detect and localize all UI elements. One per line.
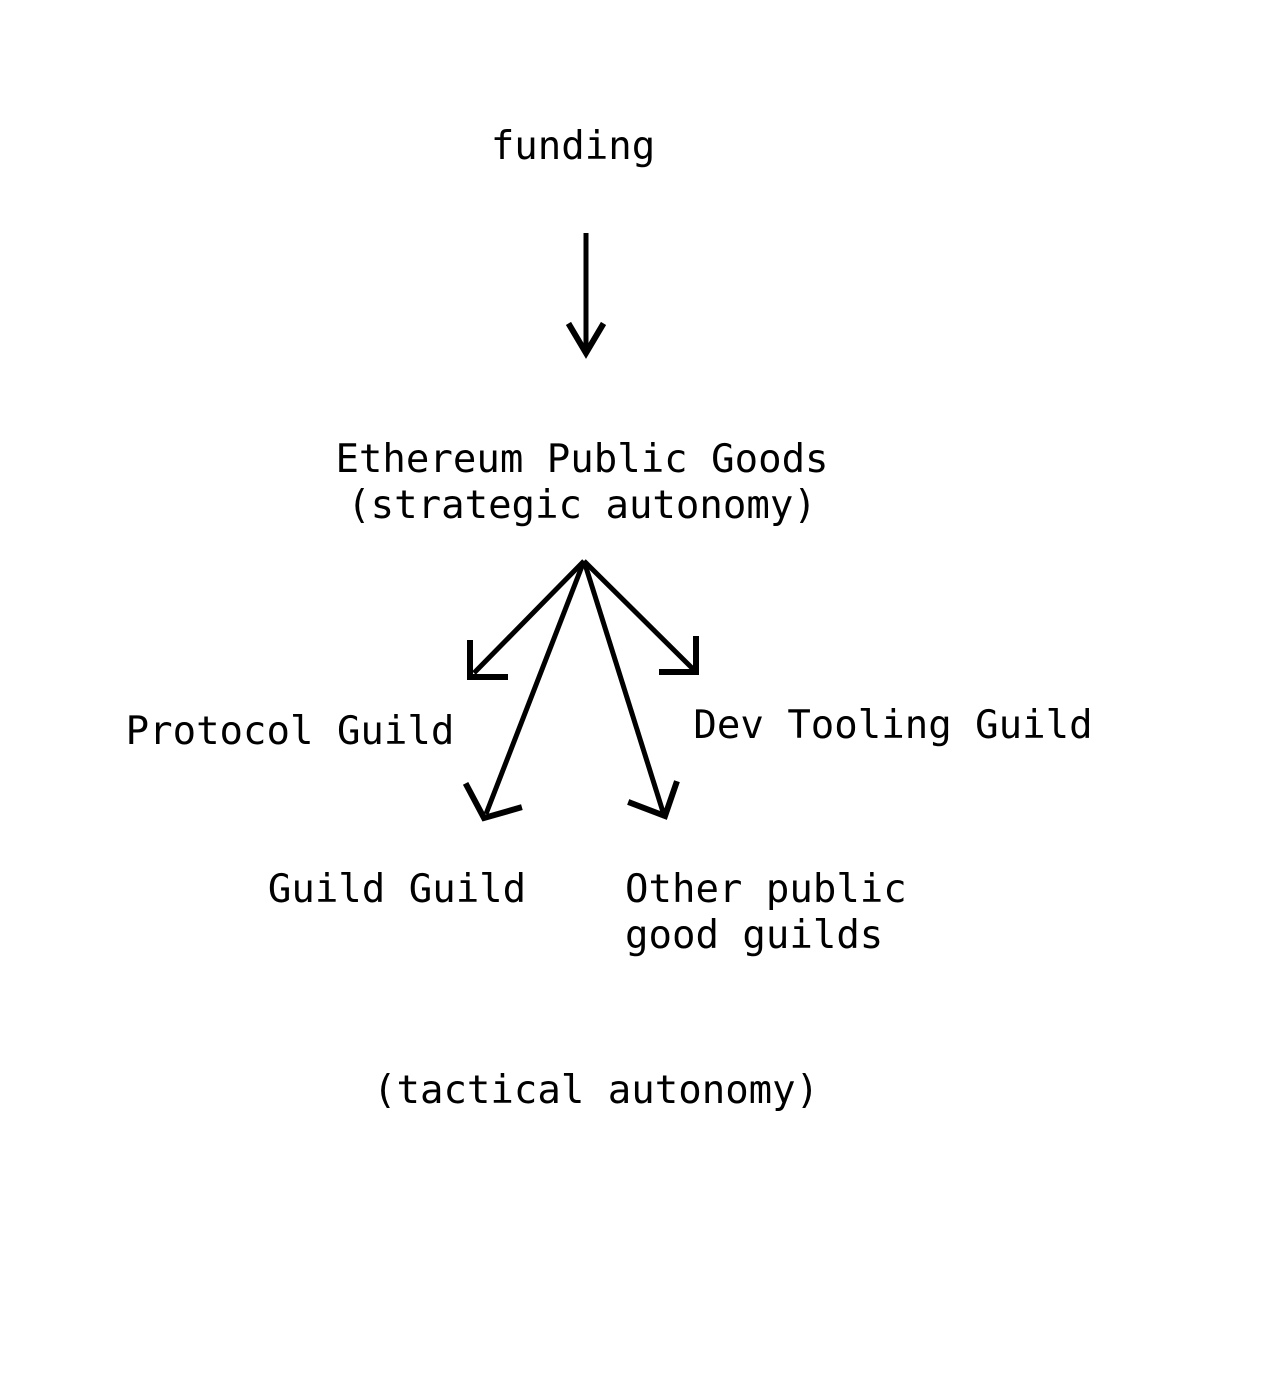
edge-ethereum-public-goods-to-guild-guild — [462, 560, 587, 822]
node-other-public-good-guilds: Other public good guilds — [625, 867, 907, 958]
node-dev-tooling-guild: Dev Tooling Guild — [693, 703, 1093, 748]
node-guild-guild: Guild Guild — [267, 867, 527, 912]
edge-funding-to-ethereum-public-goods — [565, 233, 607, 359]
node-ethereum-public-goods: Ethereum Public Goods (strategic autonom… — [335, 437, 829, 528]
node-protocol-guild: Protocol Guild — [125, 709, 455, 754]
edge-ethereum-public-goods-to-protocol-guild — [467, 559, 586, 680]
edge-ethereum-public-goods-to-dev-tooling-guild — [582, 559, 699, 675]
node-funding: funding — [490, 124, 656, 169]
edge-ethereum-public-goods-to-other-public-good-guilds — [581, 560, 680, 820]
node-tactical-autonomy: (tactical autonomy) — [373, 1068, 820, 1113]
